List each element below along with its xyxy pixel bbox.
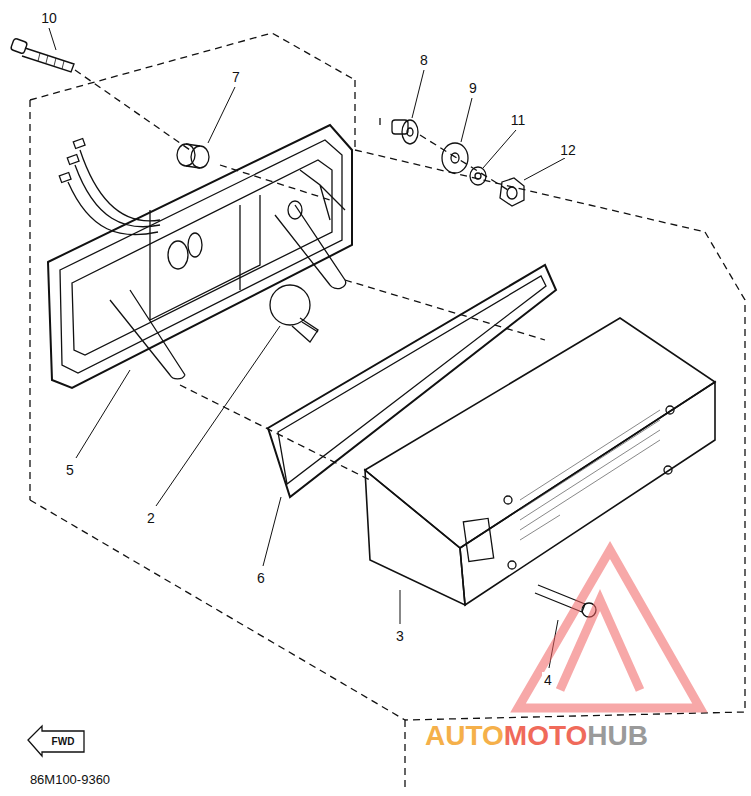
watermark: HUB (587, 722, 648, 750)
callout-number: 11 (509, 112, 528, 128)
callout-number: 2 (145, 510, 157, 526)
callout-number: 9 (467, 80, 479, 96)
callout-number: 4 (542, 672, 554, 688)
callout-number: 7 (230, 69, 242, 85)
diagram-code: 86M100-9360 (28, 772, 112, 787)
direction-arrow-text: FWD (52, 737, 75, 747)
callout-number: 10 (39, 10, 59, 26)
watermark: AUTO (425, 722, 504, 750)
callout-number: 12 (558, 142, 578, 158)
watermark: MOTO (504, 722, 587, 750)
callout-number: 5 (64, 462, 76, 478)
callout-number: 6 (255, 570, 267, 586)
callout-number: 3 (394, 628, 406, 644)
callout-number: 8 (418, 52, 430, 68)
